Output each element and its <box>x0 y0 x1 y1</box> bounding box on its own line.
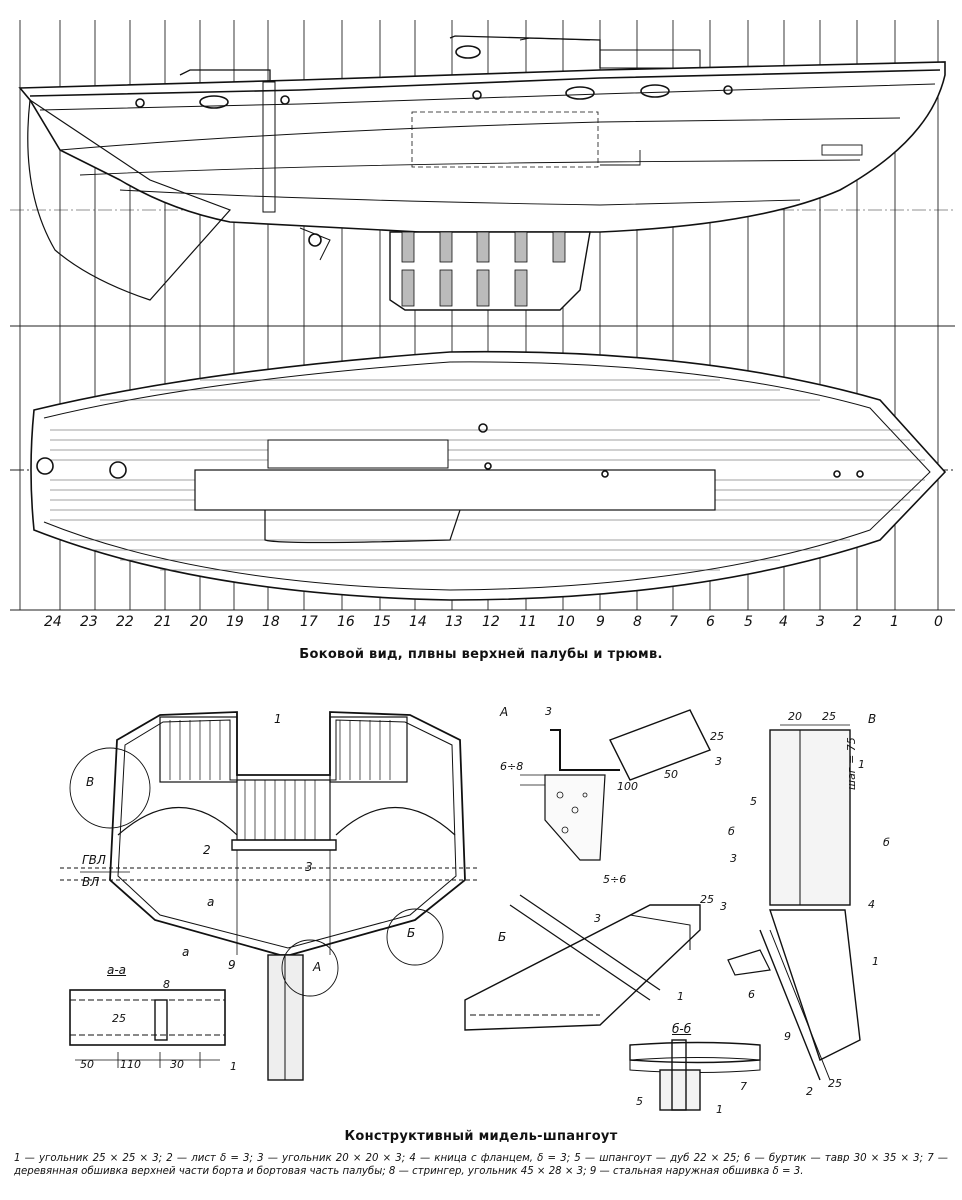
detail-v-1b: 1 <box>872 955 879 968</box>
caption-top: Боковой вид, плвны верхней палубы и трюм… <box>299 647 663 662</box>
dim-25v2: 25 <box>828 1077 842 1090</box>
dim-110: 110 <box>120 1058 141 1071</box>
dim-25v: 25 <box>822 710 836 723</box>
section-mark-a2: а <box>182 945 190 959</box>
frame-number: 13 <box>445 614 463 630</box>
dim-2v: 2 <box>806 1085 813 1098</box>
section-aa-8: 8 <box>163 978 170 991</box>
detail-v-b2: б <box>883 836 890 849</box>
detail-v-title: В <box>868 712 877 726</box>
detail-b <box>464 894 701 1031</box>
detail-b-3d: 3 <box>720 900 727 913</box>
frame-number: 17 <box>300 614 318 630</box>
frame-number: 12 <box>482 614 500 630</box>
dim-20v: 20 <box>788 710 802 723</box>
dim-50: 50 <box>80 1058 94 1071</box>
frame-number: 20 <box>190 614 208 630</box>
midship-label-2: 2 <box>203 843 211 857</box>
section-bb-5: 5 <box>636 1095 643 1108</box>
circle-label-b: Б <box>407 926 416 940</box>
detail-b-3: 3 <box>594 912 601 925</box>
frame-number: 23 <box>80 614 98 630</box>
label-gvl: ГВЛ <box>82 853 106 867</box>
midship-label-1: 1 <box>274 712 282 726</box>
frame-number: 6 <box>706 614 715 630</box>
frame-number: 21 <box>154 614 172 630</box>
frame-number: 16 <box>337 614 355 630</box>
midship-section <box>60 711 480 1081</box>
detail-a-title: А <box>500 705 509 719</box>
frame-number: 2 <box>853 614 862 630</box>
side-view <box>18 35 946 311</box>
section-aa-1: 1 <box>230 1060 237 1073</box>
dim-3a: 3 <box>545 705 552 718</box>
detail-a <box>520 709 711 861</box>
frame-number: 4 <box>779 614 788 630</box>
frame-number: 1 <box>890 614 899 630</box>
frame-number: 10 <box>557 614 575 630</box>
frame-number: 22 <box>116 614 134 630</box>
dim-25a: 25 <box>710 730 724 743</box>
detail-v-b1: б <box>728 825 735 838</box>
frame-number: 3 <box>816 614 825 630</box>
plan-view <box>30 350 947 601</box>
frame-number: 5 <box>744 614 753 630</box>
dim-25: 25 <box>112 1012 126 1025</box>
detail-v-5: 5 <box>750 795 757 808</box>
dim-3b: 3 <box>715 755 722 768</box>
frame-number: 15 <box>373 614 391 630</box>
section-bb <box>629 1039 761 1111</box>
label-vl: ВЛ <box>82 875 100 889</box>
detail-v <box>727 724 861 1081</box>
caption-bottom: Конструктивный мидель-шпангоут <box>344 1129 618 1144</box>
frame-number: 11 <box>519 614 537 630</box>
circle-label-v: В <box>86 775 95 789</box>
detail-v-4: 4 <box>868 898 875 911</box>
section-aa-title: а-а <box>107 963 127 977</box>
legend-text: 1 — угольник 25 × 25 × 3; 2 — лист δ = 3… <box>14 1153 948 1177</box>
detail-v-1: 1 <box>858 758 865 771</box>
frame-number: 0 <box>934 614 943 630</box>
detail-b-title: Б <box>498 930 507 944</box>
frame-number: 19 <box>226 614 244 630</box>
detail-b-1: 1 <box>677 990 684 1003</box>
section-bb-1: 1 <box>716 1103 723 1116</box>
midship-label-3: 3 <box>305 860 313 874</box>
frame-number: 9 <box>596 614 605 630</box>
dim-6-8: 6÷8 <box>500 760 524 773</box>
detail-v-9: 9 <box>784 1030 791 1043</box>
dim-30: 30 <box>170 1058 184 1071</box>
detail-v-3: 3 <box>730 852 737 865</box>
frame-number: 8 <box>633 614 642 630</box>
section-mark-a: а <box>207 895 215 909</box>
section-bb-7: 7 <box>740 1080 747 1093</box>
section-aa <box>69 989 226 1068</box>
midship-label-9: 9 <box>228 958 236 972</box>
dim-50a: 50 <box>664 768 678 781</box>
detail-b-25: 25 <box>700 893 714 906</box>
frame-number: 14 <box>409 614 427 630</box>
frame-number: 7 <box>669 614 678 630</box>
detail-v-6: 6 <box>748 988 755 1001</box>
section-bb-title: б-б <box>672 1022 692 1036</box>
frame-number: 18 <box>262 614 280 630</box>
dim-5-6: 5÷6 <box>603 873 627 886</box>
dim-100: 100 <box>617 780 638 793</box>
detail-v-step: шаг = 75 <box>845 737 858 790</box>
frame-number: 24 <box>44 614 62 630</box>
circle-label-a: А <box>313 960 322 974</box>
